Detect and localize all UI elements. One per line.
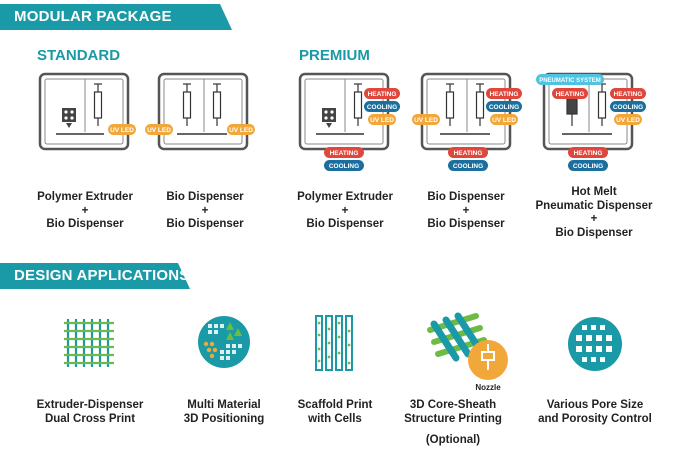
uv-led-tag: UV LED bbox=[229, 127, 253, 134]
heating-tag: HEATING bbox=[614, 91, 643, 98]
scaffold-cells-icon bbox=[315, 315, 353, 371]
pneumatic-system-tag: PNEUMATIC SYSTEM bbox=[539, 78, 601, 84]
nozzle-label: Nozzle bbox=[475, 383, 501, 392]
heating-tag: HEATING bbox=[454, 150, 483, 157]
cooling-tag: COOLING bbox=[367, 104, 397, 111]
cooling-tag: COOLING bbox=[573, 163, 603, 170]
uv-led-tag: UV LED bbox=[147, 127, 171, 134]
heating-tag: HEATING bbox=[574, 150, 603, 157]
pore-size-icon bbox=[568, 317, 622, 371]
printer-premium-polymer-bio: HEATING COOLING UV LED HEATING COOLING bbox=[298, 72, 400, 171]
printer-standard-polymer-bio: UV LED bbox=[38, 72, 136, 151]
heating-tag: HEATING bbox=[556, 91, 585, 98]
tier-standard-heading: STANDARD bbox=[37, 47, 121, 64]
cooling-tag: COOLING bbox=[329, 163, 359, 170]
tier-premium-heading: PREMIUM bbox=[299, 47, 370, 64]
cross-print-grid-icon bbox=[64, 319, 114, 367]
heating-tag: HEATING bbox=[490, 91, 519, 98]
printer-standard-bio-bio: UV LED UV LED bbox=[145, 72, 255, 151]
heating-tag: HEATING bbox=[368, 91, 397, 98]
uv-led-tag: UV LED bbox=[616, 117, 640, 124]
uv-led-tag: UV LED bbox=[414, 117, 438, 124]
package-caption: Polymer Extruder+Bio Dispenser bbox=[37, 191, 133, 230]
package-caption: Bio Dispenser+Bio Dispenser bbox=[166, 191, 244, 230]
heating-tag: HEATING bbox=[330, 150, 359, 157]
cooling-tag: COOLING bbox=[489, 104, 519, 111]
section-banner-modular: MODULAR PACKAGE SYSTEM bbox=[0, 4, 232, 30]
cooling-tag: COOLING bbox=[453, 163, 483, 170]
printer-premium-bio-bio: UV LED HEATING COOLING UV LED HEATING CO… bbox=[412, 72, 522, 171]
core-sheath-icon: Nozzle bbox=[427, 312, 508, 392]
package-caption: Bio Dispenser+Bio Dispenser bbox=[427, 191, 505, 230]
uv-led-tag: UV LED bbox=[110, 127, 134, 134]
cooling-tag: COOLING bbox=[613, 104, 643, 111]
uv-led-tag: UV LED bbox=[492, 117, 516, 124]
package-caption: Polymer Extruder+Bio Dispenser bbox=[297, 191, 393, 230]
section-banner-design: DESIGN APPLICATIONS bbox=[0, 263, 190, 289]
uv-led-tag: UV LED bbox=[370, 117, 394, 124]
printer-premium-hotmelt-bio: PNEUMATIC SYSTEM HEATING HEATING COOLING… bbox=[536, 72, 646, 171]
multi-material-icon bbox=[198, 316, 250, 368]
